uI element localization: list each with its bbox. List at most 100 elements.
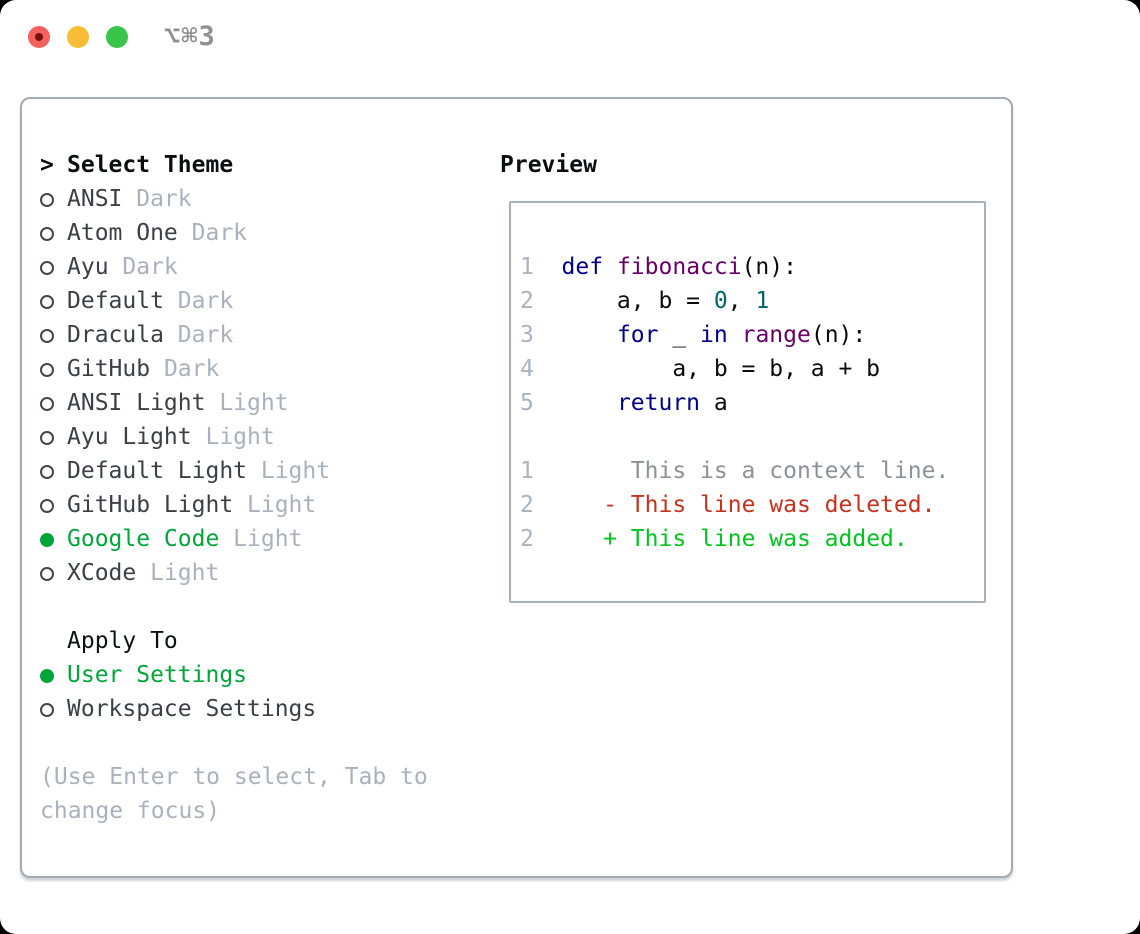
radio-selected-icon [40,533,54,547]
theme-option[interactable]: Dracula Dark [40,318,428,352]
theme-option[interactable]: Ayu Light Light [40,420,428,454]
code-segment: This is a context line. [561,458,950,484]
theme-option[interactable]: ANSI Light Light [40,386,428,420]
theme-option[interactable]: GitHub Dark [40,352,428,386]
code-line: 3 for _ in range(n): [520,318,949,352]
theme-option[interactable]: XCode Light [40,556,428,590]
theme-variant: Light [191,424,275,450]
theme-variant: Dark [122,186,192,212]
radio-marker [40,352,67,386]
code-line: 5 return a [520,386,949,420]
code-segment: _ [658,322,701,348]
radio-marker [40,386,67,420]
close-dot-icon [35,33,43,41]
theme-variant: Dark [163,322,234,348]
theme-name: GitHub Light [67,492,234,518]
code-segment [728,322,742,348]
apply-option-name: User Settings [67,662,248,688]
radio-unselected-icon [40,703,54,717]
apply-option[interactable]: Workspace Settings [40,692,428,726]
theme-variant: Light [247,458,331,484]
theme-list-title: Select Theme [67,152,234,178]
code-segment [562,526,604,552]
spacer [40,590,428,624]
apply-to-title: Apply To [67,628,178,654]
radio-marker [40,488,67,522]
preview-box [509,201,986,603]
theme-variant: Dark [150,356,220,382]
theme-name: Atom One [67,220,178,246]
radio-marker [40,692,67,726]
code-segment [562,390,617,416]
keyboard-hint: change focus) [40,798,221,824]
minimize-button[interactable] [67,26,89,48]
theme-option[interactable]: GitHub Light Light [40,488,428,522]
theme-variant: Dark [108,254,178,280]
radio-marker [40,522,67,556]
theme-variant: Light [136,560,220,586]
radio-marker [40,250,67,284]
theme-option[interactable]: Google Code Light [40,522,428,556]
code-segment [562,322,617,348]
radio-unselected-icon [40,431,54,445]
theme-option[interactable]: Default Light Light [40,454,428,488]
code-segment [603,254,617,280]
code-segment: a, b = b, a + b [561,356,881,382]
theme-variant: Light [233,492,317,518]
radio-marker [40,454,67,488]
code-segment: a, b = [561,288,714,314]
code-segment: a [700,390,728,416]
apply-to-header: Apply To [40,624,428,658]
radio-unselected-icon [40,261,54,275]
code-line: 2 - This line was deleted. [520,488,949,522]
radio-unselected-icon [40,499,54,513]
theme-option[interactable]: Atom One Dark [40,216,428,250]
theme-option[interactable]: ANSI Dark [40,182,428,216]
radio-unselected-icon [40,227,54,241]
apply-option[interactable]: User Settings [40,658,428,692]
window-title: ⌥⌘3 [164,21,216,52]
radio-unselected-icon [40,567,54,581]
line-number: 3 [520,322,562,348]
line-number: 2 [520,526,562,552]
theme-name: Default Light [67,458,248,484]
radio-marker [40,216,67,250]
theme-option[interactable]: Default Dark [40,284,428,318]
theme-option[interactable]: Ayu Dark [40,250,428,284]
theme-name: Google Code [67,526,220,552]
theme-name: Ayu Light [67,424,192,450]
keyboard-hint: (Use Enter to select, Tab to [40,764,428,790]
line-number: 1 [520,458,562,484]
theme-name: XCode [67,560,137,586]
radio-unselected-icon [40,193,54,207]
line-number: 2 [520,492,562,518]
theme-name: Dracula [67,322,164,348]
close-button[interactable] [28,26,50,48]
code-segment: + This line was added. [603,526,908,552]
theme-name: GitHub [67,356,151,382]
radio-unselected-icon [40,397,54,411]
radio-marker [40,284,67,318]
code-segment: , [727,288,756,314]
theme-variant: Light [219,526,303,552]
code-line: 2 + This line was added. [520,522,949,556]
apply-option-name: Workspace Settings [67,696,317,722]
code-line: 1 def fibonacci(n): [520,250,949,284]
cursor-icon: > [40,152,54,178]
radio-unselected-icon [40,465,54,479]
preview-heading: Preview [500,152,597,178]
code-segment: (n): [810,322,867,348]
code-segment: return [616,390,701,416]
radio-marker [40,420,67,454]
theme-variant: Light [205,390,289,416]
code-segment [562,492,604,518]
code-segment: range [741,322,811,348]
theme-name: ANSI Light [67,390,206,416]
zoom-button[interactable] [106,26,128,48]
code-segment: fibonacci [616,254,742,280]
code-segment: for [616,322,659,348]
code-segment: - This line was deleted. [603,492,936,518]
theme-variant: Dark [177,220,248,246]
